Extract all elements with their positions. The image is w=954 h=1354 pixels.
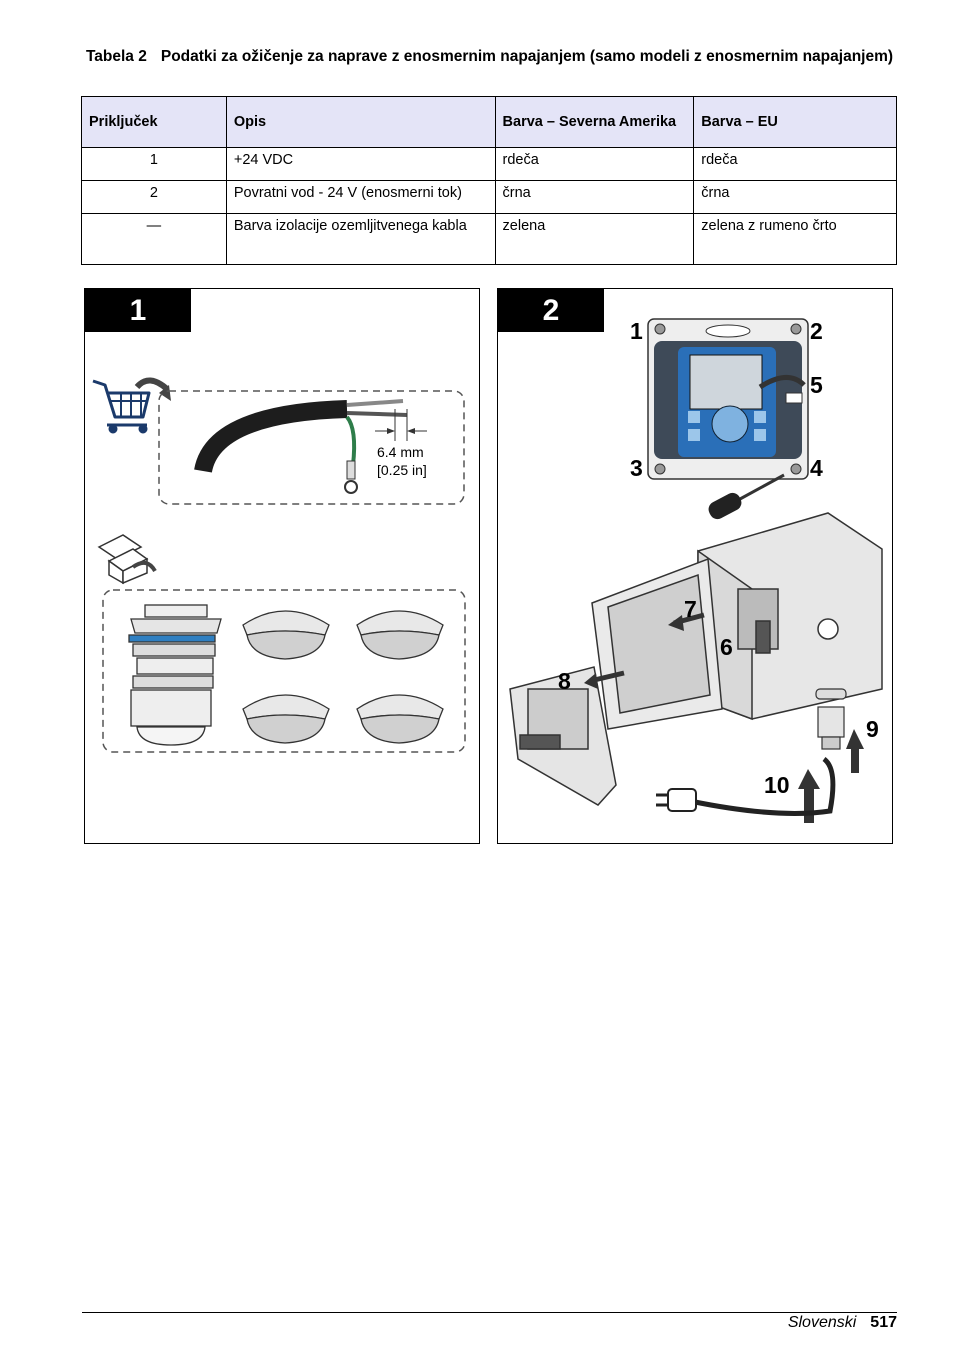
package-icon bbox=[97, 534, 149, 585]
table-title: Tabela 2 Podatki za ožičenje za naprave z… bbox=[82, 47, 897, 67]
arrow-up-icon bbox=[846, 729, 864, 773]
arrow-icon bbox=[758, 375, 806, 390]
callout-4: 4 bbox=[810, 455, 823, 481]
callout-10: 10 bbox=[764, 772, 790, 798]
gland-assembly-icon bbox=[815, 688, 847, 750]
page-footer: Slovenski 517 bbox=[788, 1313, 897, 1333]
arrow-up-icon bbox=[798, 769, 820, 823]
table-row: 1 +24 VDC rdeča rdeča bbox=[81, 147, 897, 181]
callout-1: 1 bbox=[630, 318, 643, 344]
step-number-badge: 1 bbox=[85, 289, 191, 332]
cable-detail-frame bbox=[158, 390, 465, 505]
cell-color-na: rdeča bbox=[494, 147, 695, 181]
enclosure-open-icon bbox=[509, 512, 883, 806]
cell-terminal: 2 bbox=[81, 180, 227, 214]
cell-color-na: zelena bbox=[494, 213, 695, 265]
cable-icon bbox=[194, 400, 348, 474]
callout-9: 9 bbox=[866, 716, 879, 742]
parts-detail-frame bbox=[102, 589, 466, 753]
header-priklucek: Priključek bbox=[81, 96, 227, 148]
callout-6: 6 bbox=[720, 634, 733, 660]
step-2-illustration: 1 2 3 4 5 6 7 8 9 10 bbox=[509, 318, 883, 823]
step-1-illustration: 6.4 mm [0.25 in] bbox=[92, 377, 466, 753]
callout-3: 3 bbox=[630, 455, 643, 481]
cell-terminal: — bbox=[81, 213, 227, 265]
cell-description: Povratni vod - 24 V (enosmerni tok) bbox=[225, 180, 496, 214]
power-cord-icon bbox=[689, 756, 836, 816]
table-title-text: Podatki za ožičenje za naprave z enosmer… bbox=[160, 48, 894, 65]
callout-2: 2 bbox=[810, 318, 823, 344]
footer-divider bbox=[82, 1312, 897, 1313]
footer-language: Slovenski bbox=[787, 1314, 857, 1331]
callout-8: 8 bbox=[558, 668, 571, 694]
strip-length-inch-label: [0.25 in] bbox=[377, 462, 427, 478]
figure-step-2: 1 2 3 4 5 6 7 8 9 10 2 bbox=[497, 288, 893, 844]
header-barva-eu: Barva – EU bbox=[693, 96, 897, 148]
plug-icon bbox=[242, 610, 444, 744]
cell-description: +24 VDC bbox=[225, 147, 496, 181]
arrow-icon bbox=[131, 560, 157, 573]
strip-length-label: 6.4 mm bbox=[377, 444, 424, 460]
cell-color-eu: rdeča bbox=[693, 147, 897, 181]
table-header-row: Priključek Opis Barva – Severna Amerika … bbox=[81, 96, 897, 148]
callout-5: 5 bbox=[810, 372, 823, 398]
page-number: 517 bbox=[870, 1314, 897, 1331]
cell-color-eu: črna bbox=[693, 180, 897, 214]
table-row: 2 Povratni vod - 24 V (enosmerni tok) čr… bbox=[81, 180, 897, 214]
cell-description: Barva izolacije ozemljitvenega kabla bbox=[225, 213, 496, 265]
controller-front-icon bbox=[647, 318, 809, 480]
table-label: Tabela 2 bbox=[85, 48, 147, 65]
cell-color-na: črna bbox=[494, 180, 695, 214]
wiring-table: Priključek Opis Barva – Severna Amerika … bbox=[81, 96, 897, 265]
header-barva-na: Barva – Severna Amerika bbox=[494, 96, 695, 148]
step-number-badge: 2 bbox=[498, 289, 604, 332]
header-opis: Opis bbox=[225, 96, 496, 148]
screwdriver-icon bbox=[708, 473, 785, 520]
ground-wire-icon bbox=[345, 415, 357, 466]
cell-terminal: 1 bbox=[81, 147, 227, 181]
power-plug-icon bbox=[667, 788, 697, 812]
cell-color-eu: zelena z rumeno črto bbox=[693, 213, 897, 265]
cable-gland-icon bbox=[128, 604, 222, 746]
arrow-icon bbox=[134, 377, 169, 392]
figure-step-1: 6.4 mm [0.25 in] bbox=[84, 288, 480, 844]
table-row: — Barva izolacije ozemljitvenega kabla z… bbox=[81, 213, 897, 265]
callout-7: 7 bbox=[684, 596, 697, 622]
shopping-cart-icon bbox=[92, 379, 151, 434]
